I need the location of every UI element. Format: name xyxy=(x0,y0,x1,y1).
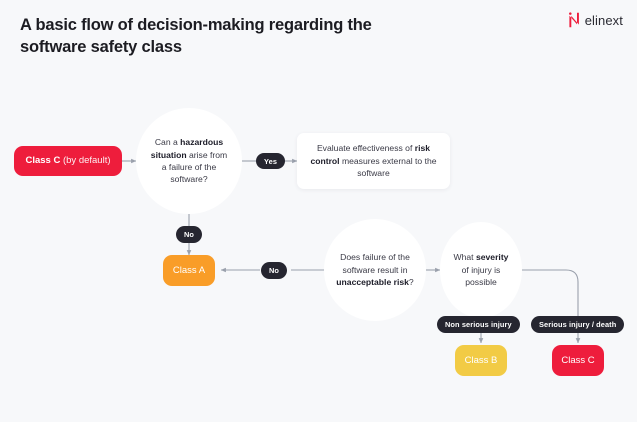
evaluate-p2: measures external to the software xyxy=(339,155,437,179)
unacceptable-p2: ? xyxy=(408,277,414,288)
node-class-c-default[interactable]: Class C (by default) xyxy=(14,146,122,176)
evaluate-bold: risk control xyxy=(310,142,431,166)
edge-label-yes-text: Yes xyxy=(264,156,278,166)
edge-label-no-risk: No xyxy=(261,262,288,279)
node-unacceptable-risk[interactable]: Does failure of the software result in u… xyxy=(324,219,426,321)
edge-label-no-hazard: No xyxy=(176,226,203,243)
node-severity-of-injury[interactable]: What severity of injury is possible xyxy=(440,222,522,318)
severity-p1: What xyxy=(453,252,476,263)
page-title: A basic flow of decision-making regardin… xyxy=(20,16,372,57)
node-evaluate-label: Evaluate effectiveness of risk control m… xyxy=(307,142,440,181)
elinext-n-logo-icon xyxy=(567,12,581,28)
node-class-c-serious[interactable]: Class C xyxy=(552,345,604,376)
edge-label-serious-injury: Serious injury / death xyxy=(531,316,625,333)
node-class-c-default-label: Class C (by default) xyxy=(25,155,110,167)
node-class-b[interactable]: Class B xyxy=(455,345,507,376)
brand-wordmark: elinext xyxy=(584,12,623,28)
unacceptable-bold: unacceptable risk xyxy=(336,277,409,288)
class-c-default-rest: (by default) xyxy=(60,155,111,167)
node-hazardous-situation-label: Can a hazardous situation arise from a f… xyxy=(148,136,230,186)
hazardous-p1: Can a xyxy=(154,137,181,148)
edge-label-non-serious-injury: Non serious injury xyxy=(437,316,520,333)
severity-p2: of injury is possible xyxy=(461,264,501,288)
edge-label-non-serious-injury-text: Non serious injury xyxy=(445,320,512,329)
unacceptable-p1: Does failure of the software result in xyxy=(340,252,410,275)
node-hazardous-situation[interactable]: Can a hazardous situation arise from a f… xyxy=(136,108,242,214)
evaluate-p1: Evaluate effectiveness of xyxy=(316,142,415,153)
edge-label-yes: Yes xyxy=(256,153,286,169)
severity-bold: severity xyxy=(475,252,509,263)
brand-logo: elinext xyxy=(567,12,623,28)
edge-label-no-risk-text: No xyxy=(269,266,280,275)
node-class-c-serious-label: Class C xyxy=(561,354,595,366)
hazardous-bold: hazardous situation xyxy=(150,137,224,160)
node-severity-label: What severity of injury is possible xyxy=(452,251,510,288)
node-class-a[interactable]: Class A xyxy=(163,255,215,286)
edge-label-no-hazard-text: No xyxy=(184,230,195,239)
hazardous-p2: arise from a failure of the software? xyxy=(161,149,228,185)
class-c-default-strong: Class C xyxy=(25,155,61,167)
node-evaluate-risk-control[interactable]: Evaluate effectiveness of risk control m… xyxy=(297,133,450,189)
node-class-b-label: Class B xyxy=(464,354,498,366)
node-class-a-label: Class A xyxy=(172,264,206,276)
node-unacceptable-risk-label: Does failure of the software result in u… xyxy=(336,251,414,288)
edge-label-serious-injury-text: Serious injury / death xyxy=(539,320,617,329)
